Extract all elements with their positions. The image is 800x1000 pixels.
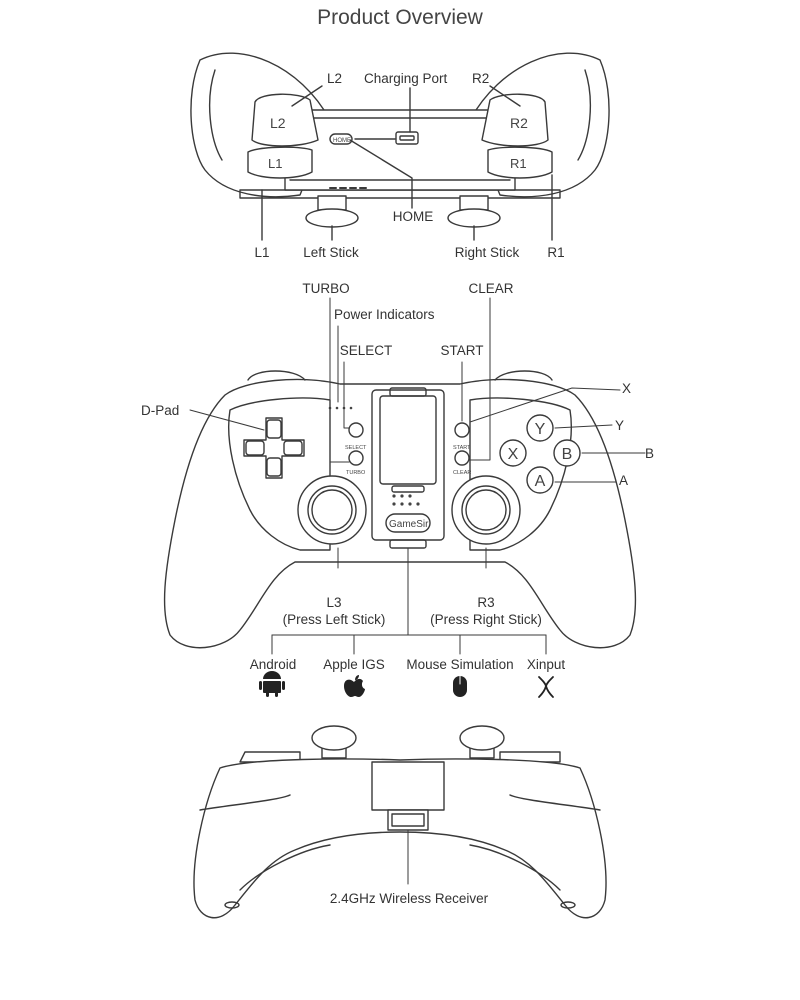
apple-icon [344, 675, 365, 697]
label-wireless-receiver: 2.4GHz Wireless Receiver [329, 891, 489, 906]
label-left-stick: Left Stick [303, 245, 359, 260]
label-home: HOME [392, 209, 434, 224]
label-l2: L2 [327, 71, 343, 86]
label-r3: R3 (Press Right Stick) [430, 594, 542, 628]
xinput-icon [538, 676, 554, 698]
clear-button-text: CLEAR [453, 470, 471, 476]
mouse-icon [453, 675, 467, 697]
label-x: X [622, 381, 632, 396]
gamesir-logo-text: GameSir [389, 519, 429, 530]
label-right-stick: Right Stick [454, 245, 520, 260]
label-start: START [440, 343, 484, 358]
label-l3-line1: L3 [326, 595, 342, 610]
label-l3-line2: (Press Left Stick) [282, 612, 386, 627]
start-button-text: START [453, 445, 471, 451]
label-select: SELECT [339, 343, 393, 358]
face-a-text: A [535, 473, 546, 490]
page-title: Product Overview [317, 6, 483, 29]
label-l3: L3 (Press Left Stick) [283, 594, 386, 628]
label-l1: L1 [254, 245, 270, 260]
mode-xinput-label: Xinput [526, 657, 566, 672]
home-button-text: HOME [333, 138, 351, 144]
front-view: GameSir SELECT TURBO START CLEAR [163, 297, 646, 655]
mode-android-label: Android [249, 657, 297, 672]
label-dpad: D-Pad [141, 403, 180, 418]
label-b: B [645, 446, 655, 461]
label-r1: R1 [547, 245, 565, 260]
face-y-text: Y [535, 421, 546, 438]
label-r3-line1: R3 [477, 595, 495, 610]
label-r3-line2: (Press Right Stick) [430, 612, 542, 627]
face-x-text: X [508, 446, 519, 463]
trigger-r2-text: R2 [510, 115, 528, 131]
back-view [193, 725, 607, 919]
mode-apple-igs-label: Apple IGS [323, 657, 385, 672]
trigger-l2-text: L2 [270, 115, 286, 131]
label-y: Y [615, 418, 625, 433]
label-clear: CLEAR [468, 281, 514, 296]
label-charging-port: Charging Port [364, 71, 448, 86]
turbo-button-text: TURBO [346, 470, 366, 476]
top-view: L2 L1 R2 R1 HOME [190, 52, 610, 241]
label-turbo: TURBO [302, 281, 350, 296]
mode-mouse-simulation-label: Mouse Simulation [406, 657, 514, 672]
label-a: A [619, 473, 629, 488]
bumper-r1-text: R1 [510, 156, 527, 171]
android-icon [259, 671, 285, 697]
label-r2: R2 [472, 71, 490, 86]
face-b-text: B [562, 446, 573, 463]
select-button-text: SELECT [345, 445, 367, 451]
bumper-l1-text: L1 [268, 156, 282, 171]
label-power-indicators: Power Indicators [334, 307, 435, 322]
